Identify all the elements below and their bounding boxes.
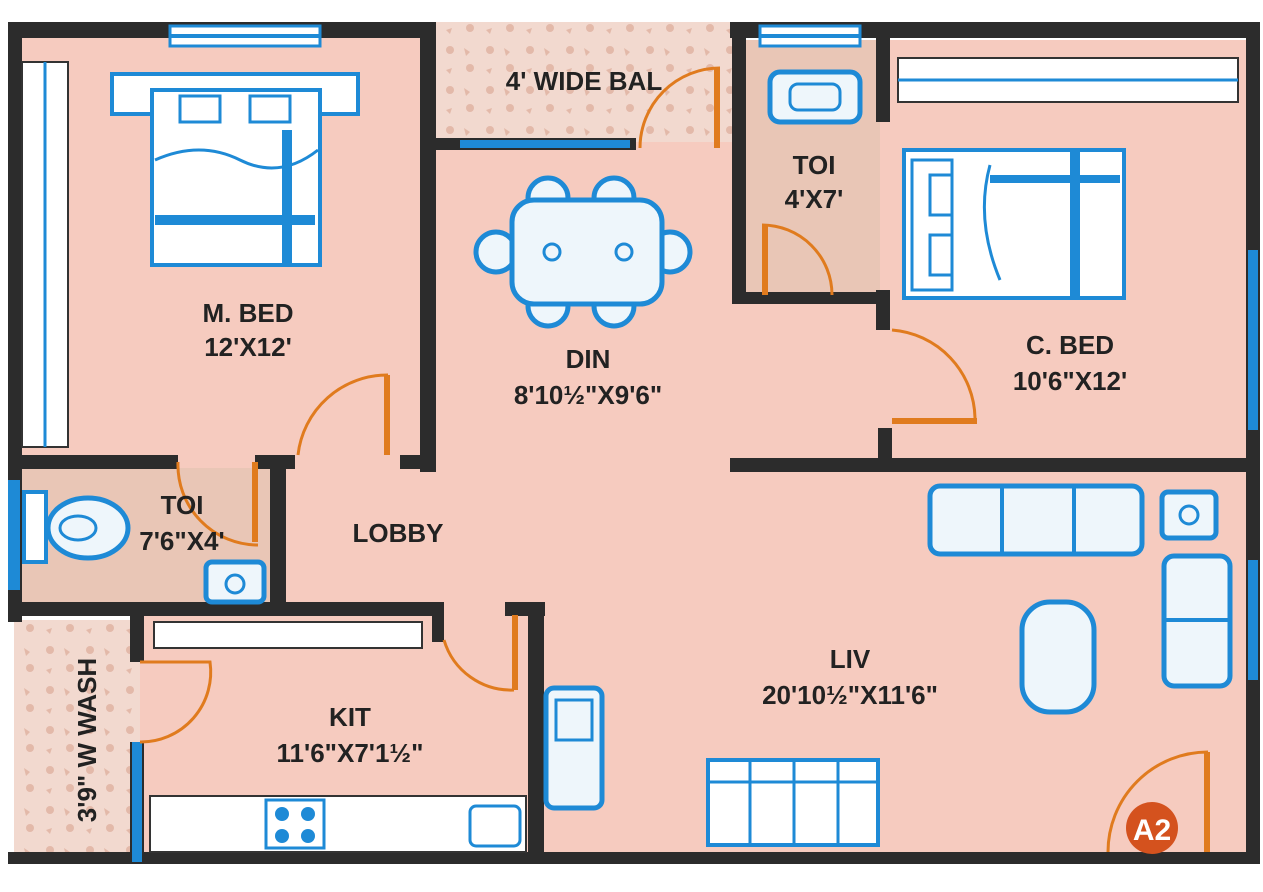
window-left-wall	[8, 480, 20, 590]
living-side-desk	[543, 685, 605, 811]
child-bed-name: C. BED	[1026, 330, 1114, 360]
toilet-small-size: 4'X7'	[785, 184, 844, 214]
master-bed-furniture	[110, 72, 360, 267]
unit-badge: A2	[1126, 802, 1178, 854]
balcony-floor	[430, 22, 740, 142]
lobby-floor	[270, 468, 540, 613]
living-sofa	[927, 483, 1233, 715]
dining-table	[473, 175, 693, 329]
unit-badge-text: A2	[1133, 814, 1171, 847]
kitchen-size: 11'6"X7'1½"	[277, 738, 424, 768]
toilet-small-name: TOI	[793, 150, 836, 180]
wc-left	[22, 490, 131, 564]
toilet-left-size: 7'6"X4'	[139, 526, 224, 556]
master-bed-name: M. BED	[203, 298, 294, 328]
master-bed-size: 12'X12'	[204, 332, 292, 362]
living-name: LIV	[830, 644, 871, 674]
bathtub-small	[767, 69, 863, 125]
washbasin-left	[203, 559, 267, 605]
child-bed-furniture	[902, 148, 1126, 300]
dining-name: DIN	[566, 344, 611, 374]
doors	[139, 66, 1210, 853]
windows	[8, 24, 1258, 862]
living-size: 20'10½"X11'6"	[762, 680, 938, 710]
window-wash	[132, 742, 142, 862]
window-right-liv	[1248, 560, 1258, 680]
window-dining-balcony	[460, 140, 630, 148]
wash-floor	[14, 620, 140, 860]
window-right-wall	[1248, 250, 1258, 430]
living-tv-unit	[706, 758, 880, 847]
room-labels: M. BED 12'X12' 4' WIDE BAL TOI 4'X7' C. …	[72, 66, 1127, 822]
dining-size: 8'10½"X9'6"	[514, 380, 662, 410]
balcony-name: 4' WIDE BAL	[506, 66, 663, 96]
wash-name: 3'9" W WASH	[72, 658, 102, 822]
lobby-name: LOBBY	[353, 518, 444, 548]
kitchen-name: KIT	[329, 702, 371, 732]
child-bed-size: 10'6"X12'	[1013, 366, 1127, 396]
toilet-left-name: TOI	[161, 490, 204, 520]
wardrobe-child	[897, 57, 1239, 103]
wardrobe-master	[21, 61, 69, 448]
kitchen-counters	[149, 621, 527, 853]
